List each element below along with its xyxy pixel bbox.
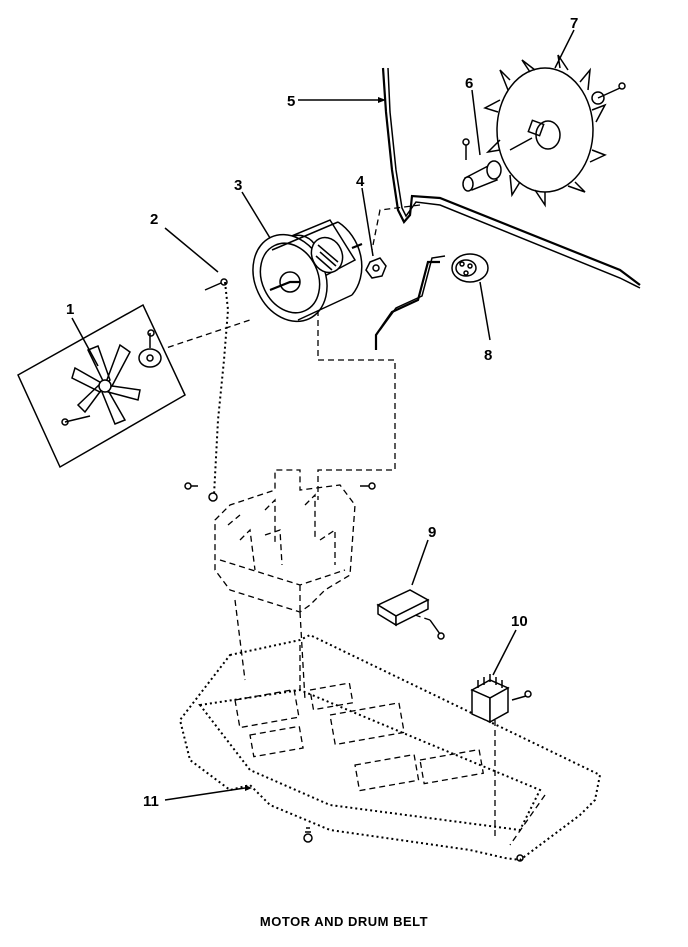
callout-2: 2 bbox=[150, 211, 158, 228]
motor-nut bbox=[361, 187, 387, 279]
callout-9: 9 bbox=[428, 524, 436, 541]
diagram-caption: MOTOR AND DRUM BELT bbox=[259, 914, 429, 929]
drive-motor bbox=[241, 191, 363, 323]
fan-blade bbox=[71, 343, 141, 425]
callout-5: 5 bbox=[287, 93, 295, 110]
blower-wheel bbox=[483, 29, 626, 208]
callout-11: 11 bbox=[143, 793, 159, 810]
ground-wire bbox=[164, 227, 230, 502]
motor-mount-bracket bbox=[184, 469, 376, 613]
base-plate-leader bbox=[164, 787, 246, 801]
callout-3: 3 bbox=[234, 177, 242, 194]
relay bbox=[470, 629, 532, 724]
callout-7: 7 bbox=[570, 15, 578, 32]
callout-1: 1 bbox=[66, 301, 74, 318]
callout-8: 8 bbox=[484, 347, 492, 364]
base-plate bbox=[178, 633, 602, 862]
callout-6: 6 bbox=[465, 75, 473, 92]
motor-pulley bbox=[462, 89, 502, 192]
base-plate-leader-arrow bbox=[245, 785, 252, 791]
drum-belt bbox=[298, 67, 641, 289]
fan-blade-inset bbox=[17, 303, 186, 469]
capacitor bbox=[376, 539, 445, 640]
callout-10: 10 bbox=[511, 613, 528, 630]
callout-4: 4 bbox=[356, 173, 365, 190]
idler-pulley bbox=[374, 253, 491, 350]
